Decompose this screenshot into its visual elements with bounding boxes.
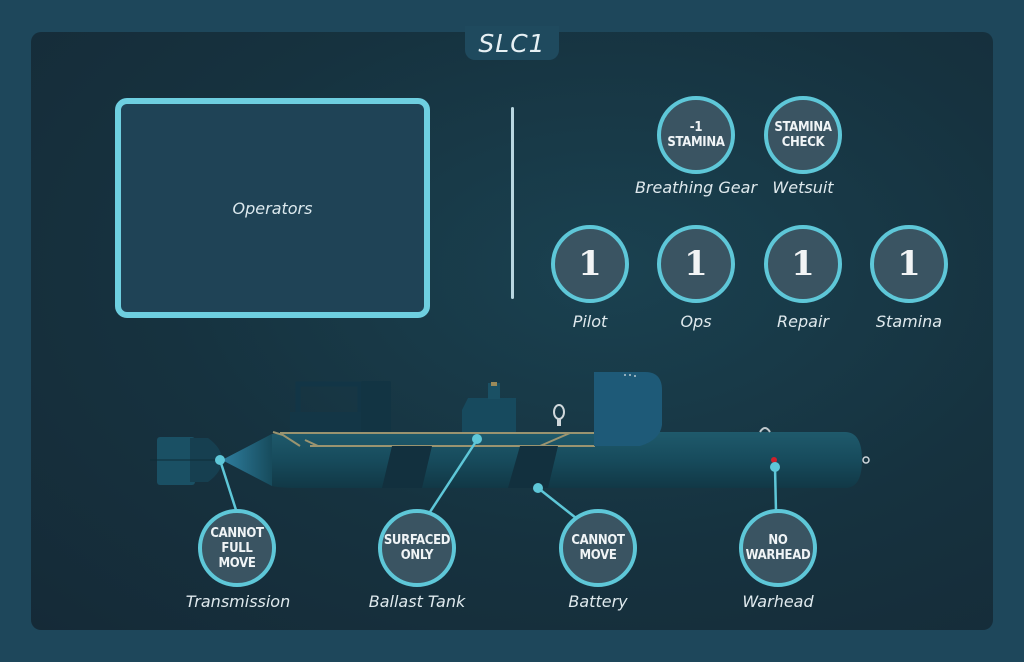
callout-line-battery — [537, 487, 577, 519]
equipment-effect: STAMINA CHECK — [774, 120, 832, 150]
section-divider — [511, 107, 514, 299]
warhead-marker — [771, 457, 777, 463]
battery-section — [508, 446, 558, 488]
equipment-badge-breathing-gear[interactable]: -1 STAMINA — [657, 96, 735, 174]
stat-label: Repair — [777, 312, 829, 331]
ballast-section — [382, 446, 432, 488]
stat-label: Ops — [680, 312, 712, 331]
component-effect: CANNOT FULL MOVE — [210, 525, 264, 571]
callout-dot-battery — [533, 483, 543, 493]
equipment-label: Breathing Gear — [634, 178, 758, 197]
equipment-effect: -1 STAMINA — [667, 120, 725, 150]
operators-label: Operators — [232, 198, 313, 218]
callout-dot-warhead — [770, 462, 780, 472]
stat-value: 1 — [684, 244, 708, 284]
component-badge-transmission[interactable]: CANNOT FULL MOVE — [198, 509, 276, 587]
component-label: Transmission — [185, 592, 291, 611]
callout-line-warhead — [773, 466, 778, 513]
callout-dot-transmission — [215, 455, 225, 465]
stat-value: 1 — [578, 244, 602, 284]
unit-title: SLC1 — [478, 28, 546, 58]
component-badge-battery[interactable]: CANNOT MOVE — [559, 509, 637, 587]
component-effect: NO WARHEAD — [745, 533, 811, 563]
stat-value: 1 — [897, 244, 921, 284]
unit-title-tab: SLC1 — [465, 26, 559, 60]
stat-label: Pilot — [572, 312, 608, 331]
callout-dot-ballast — [472, 434, 482, 444]
equipment-label: Wetsuit — [772, 178, 834, 197]
component-label: Battery — [568, 592, 628, 611]
component-effect: CANNOT MOVE — [571, 533, 625, 563]
rear-seat — [290, 381, 391, 441]
stat-badge-ops[interactable]: 1 — [657, 225, 735, 303]
front-console — [462, 382, 516, 438]
stat-badge-stamina[interactable]: 1 — [870, 225, 948, 303]
conning-tower — [594, 372, 662, 446]
stat-badge-repair[interactable]: 1 — [764, 225, 842, 303]
stat-badge-pilot[interactable]: 1 — [551, 225, 629, 303]
stat-value: 1 — [791, 244, 815, 284]
component-badge-warhead[interactable]: NO WARHEAD — [739, 509, 817, 587]
propeller-unit — [150, 437, 222, 485]
callout-line-ballast — [428, 439, 479, 513]
equipment-badge-wetsuit[interactable]: STAMINA CHECK — [764, 96, 842, 174]
callout-line-transmission — [218, 459, 238, 511]
component-label: Warhead — [742, 592, 814, 611]
component-effect: SURFACED ONLY — [383, 533, 451, 563]
stat-label: Stamina — [875, 312, 943, 331]
component-badge-ballast-tank[interactable]: SURFACED ONLY — [378, 509, 456, 587]
operators-slot[interactable]: Operators — [115, 98, 430, 318]
component-label: Ballast Tank — [368, 592, 466, 611]
